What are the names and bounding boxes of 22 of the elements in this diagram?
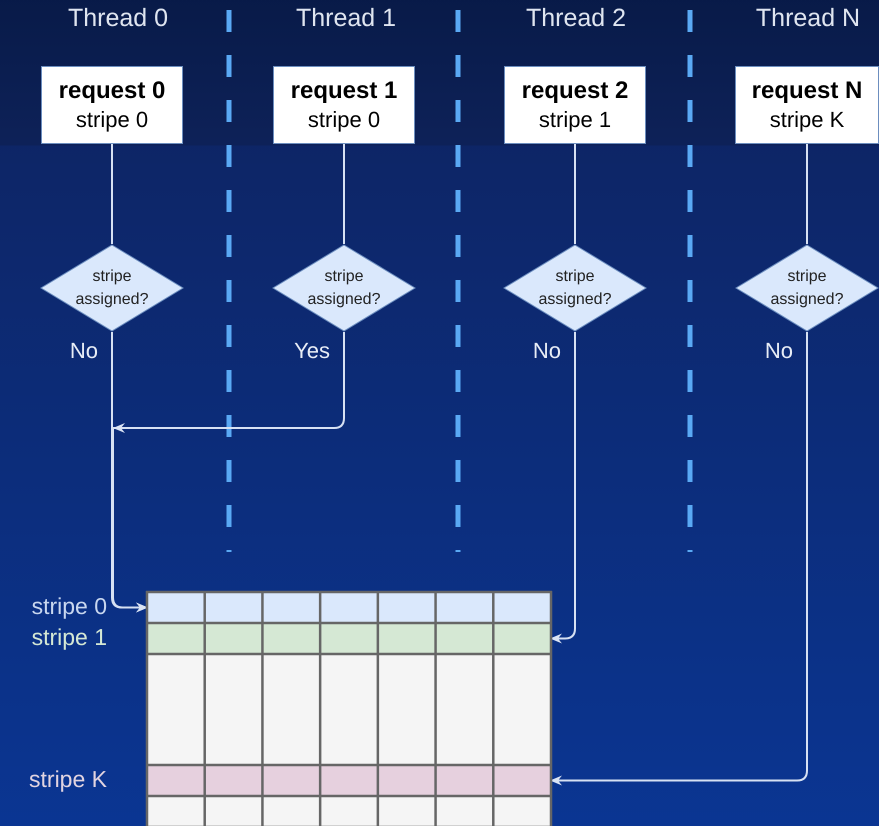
decision-diamond: stripe assigned? [503, 244, 647, 332]
edge-label: Yes [294, 338, 330, 364]
edge-label: No [764, 338, 793, 364]
arrow [112, 332, 345, 612]
lane-header: Thread 1 [294, 4, 398, 33]
edge-label: No [70, 338, 98, 364]
arrow [550, 332, 576, 644]
request-box: request N stripe K [735, 66, 879, 144]
lane-header: Thread N [754, 4, 862, 33]
decision-diamond: stripe assigned? [272, 244, 416, 332]
row-label: stripe 1 [32, 624, 107, 651]
lane-header: Thread 2 [524, 4, 628, 33]
request-box: request 2 stripe 1 [504, 66, 646, 144]
request-box: request 0 stripe 0 [41, 66, 183, 144]
arrow [550, 332, 808, 786]
decision-diamond: stripe assigned? [40, 244, 184, 332]
decision-diamond: stripe assigned? [735, 244, 879, 332]
row-label: stripe 0 [32, 593, 107, 620]
edge-label: No [532, 338, 561, 364]
row-label: stripe K [29, 766, 107, 793]
lane-header: Thread 0 [66, 4, 170, 33]
request-box: request 1 stripe 0 [273, 66, 415, 144]
